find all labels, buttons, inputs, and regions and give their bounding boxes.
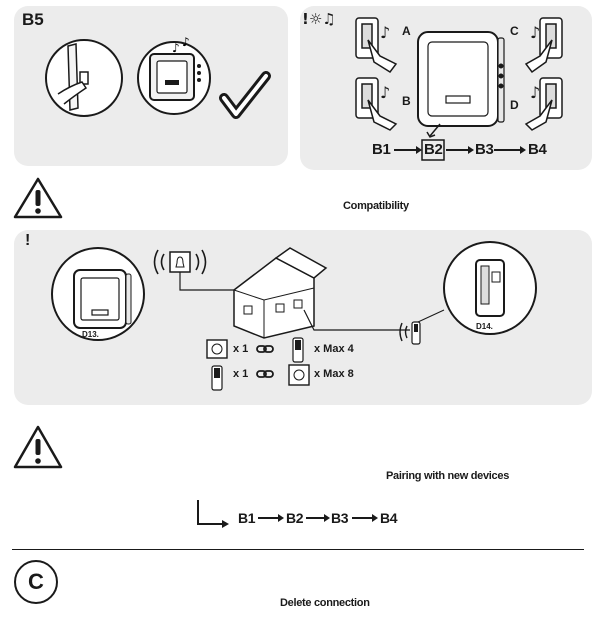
pairing-seq-b2: B2 bbox=[286, 510, 304, 526]
range-panel-icon: ! bbox=[25, 232, 31, 249]
receiver-label: D13. bbox=[82, 330, 99, 339]
pairing-seq-b3: B3 bbox=[331, 510, 349, 526]
pairing-seq-b1: B1 bbox=[238, 510, 256, 526]
b5-label: B5 bbox=[22, 10, 44, 29]
row1-max: x Max 4 bbox=[314, 343, 354, 355]
warning-icon bbox=[13, 425, 63, 469]
row2-count: x 1 bbox=[233, 368, 249, 380]
svg-text:♪: ♪ bbox=[172, 41, 180, 55]
section-divider bbox=[12, 549, 584, 550]
pairing-sequence-arrows bbox=[197, 500, 378, 528]
compatibility-title: Compatibility bbox=[343, 200, 409, 212]
melody-letter-a: A bbox=[402, 24, 411, 38]
melody-letter-d: D bbox=[510, 98, 519, 112]
melody-letter-b: B bbox=[402, 94, 411, 108]
svg-text:♪: ♪ bbox=[530, 83, 540, 102]
pairing-title: Pairing with new devices bbox=[386, 470, 510, 482]
melody-seq-b2: B2 bbox=[424, 141, 443, 158]
svg-text:♪: ♪ bbox=[182, 35, 190, 49]
melody-seq-b4: B4 bbox=[528, 141, 547, 158]
b5-illustration: ♪ ♪ bbox=[45, 35, 271, 119]
transmitter-label: D14. bbox=[476, 322, 493, 331]
melody-seq-b3: B3 bbox=[475, 141, 494, 158]
melody-letter-c: C bbox=[510, 24, 519, 38]
svg-text:♪: ♪ bbox=[380, 83, 390, 102]
melody-seq-b1: B1 bbox=[372, 141, 391, 158]
row2-max: x Max 8 bbox=[314, 368, 354, 380]
row1-count: x 1 bbox=[233, 343, 249, 355]
svg-text:♪: ♪ bbox=[530, 23, 540, 42]
section-c-circle: C bbox=[14, 560, 58, 604]
range-illustration bbox=[51, 241, 537, 391]
warning-icon bbox=[13, 177, 63, 219]
melody-panel-icons: !☼♫ bbox=[302, 10, 336, 28]
svg-text:♪: ♪ bbox=[380, 23, 390, 42]
delete-title: Delete connection bbox=[280, 597, 370, 609]
section-c-letter: C bbox=[28, 569, 44, 594]
melody-illustration: ♪ ♪ ♪ ♪ bbox=[355, 17, 563, 161]
pairing-seq-b4: B4 bbox=[380, 510, 398, 526]
